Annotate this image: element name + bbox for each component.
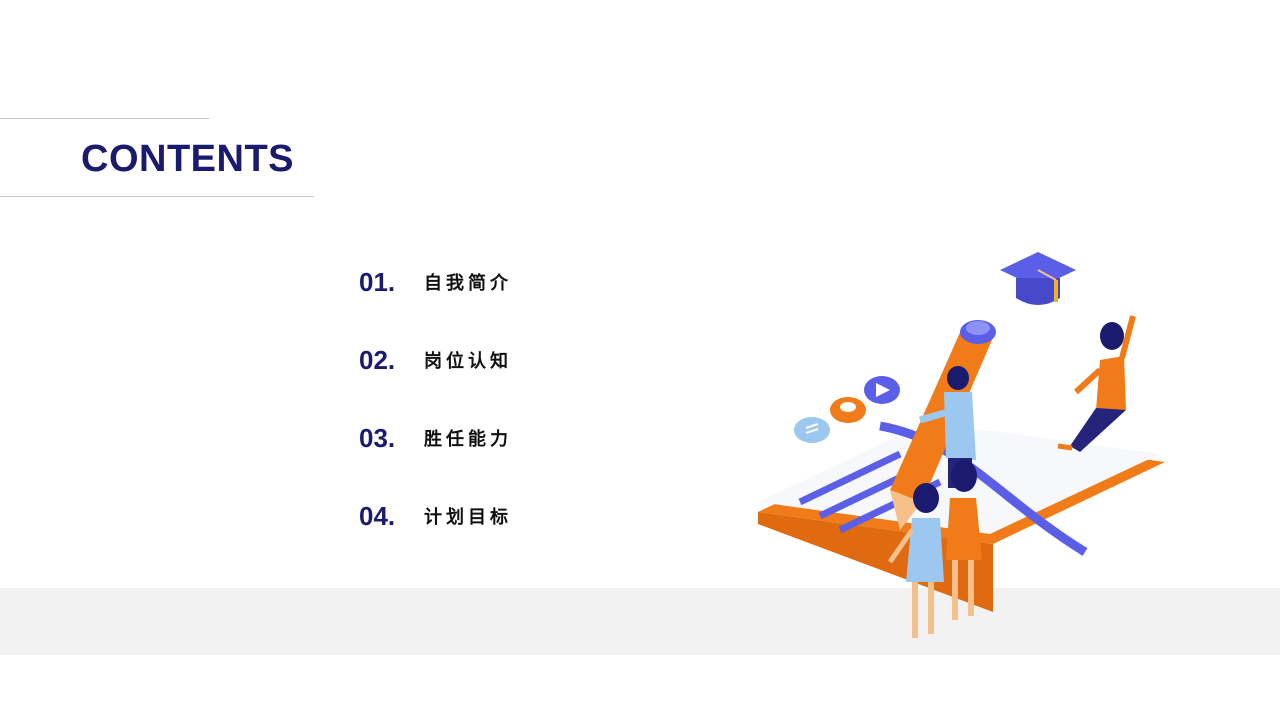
education-illustration bbox=[758, 252, 1165, 638]
menu-item-number: 03. bbox=[359, 422, 396, 453]
student-sitting-figure bbox=[1057, 315, 1136, 452]
menu-item-3[interactable]: 03. 胜任能力 bbox=[359, 418, 659, 458]
footer-band bbox=[0, 588, 1280, 655]
menu-item-2[interactable]: 02. 岗位认知 bbox=[359, 340, 659, 380]
menu-item-label: 胜任能力 bbox=[424, 429, 512, 450]
menu-item-number: 04. bbox=[359, 500, 396, 531]
menu-item-label: 岗位认知 bbox=[424, 351, 512, 372]
menu-item-1[interactable]: 01. 自我简介 bbox=[359, 262, 659, 302]
menu-item-4[interactable]: 04. 计划目标 bbox=[359, 496, 659, 536]
divider-top bbox=[0, 118, 209, 119]
pause-button-icon bbox=[794, 417, 830, 443]
play-button-icon bbox=[864, 376, 900, 404]
record-button-icon bbox=[830, 397, 866, 423]
graduation-cap-icon bbox=[1000, 252, 1076, 305]
student-girl-figure-2 bbox=[946, 460, 982, 620]
menu-item-number: 01. bbox=[359, 266, 396, 297]
menu-item-label: 自我简介 bbox=[424, 273, 512, 294]
page-title: CONTENTS bbox=[81, 138, 294, 180]
menu-item-label: 计划目标 bbox=[424, 507, 512, 528]
menu-item-number: 02. bbox=[359, 344, 396, 375]
student-girl-figure bbox=[887, 483, 944, 638]
divider-bottom bbox=[0, 196, 314, 197]
